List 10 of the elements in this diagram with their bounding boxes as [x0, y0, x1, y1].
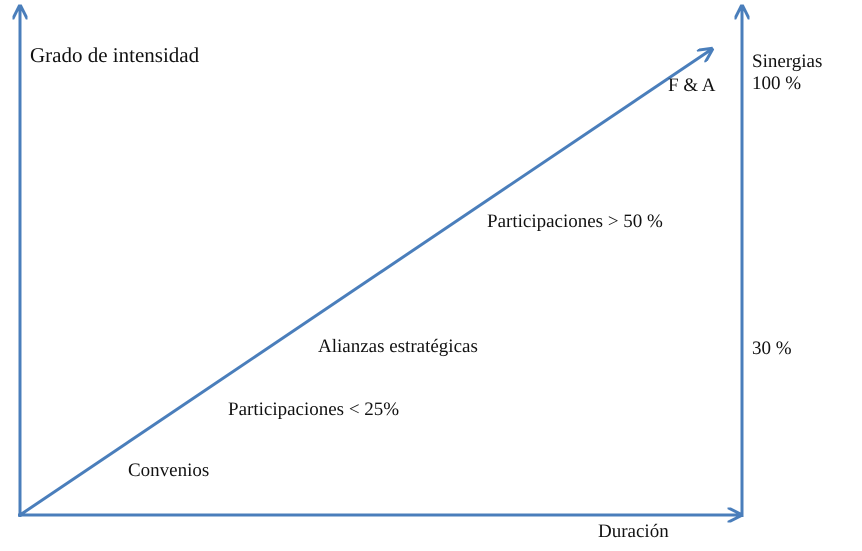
scale-label: 30 %: [752, 339, 792, 360]
axis-title: Sinergias: [752, 52, 822, 73]
axis-title: Grado de intensidad: [30, 44, 200, 68]
scale-label: 100 %: [752, 74, 802, 95]
category-label: Participaciones < 25%: [228, 400, 400, 421]
category-label: Alianzas estratégicas: [318, 337, 478, 358]
category-label: Participaciones > 50 %: [487, 212, 663, 233]
axis-title: Duración: [598, 522, 669, 543]
category-label: F & A: [668, 76, 716, 97]
category-label: Convenios: [128, 461, 210, 482]
